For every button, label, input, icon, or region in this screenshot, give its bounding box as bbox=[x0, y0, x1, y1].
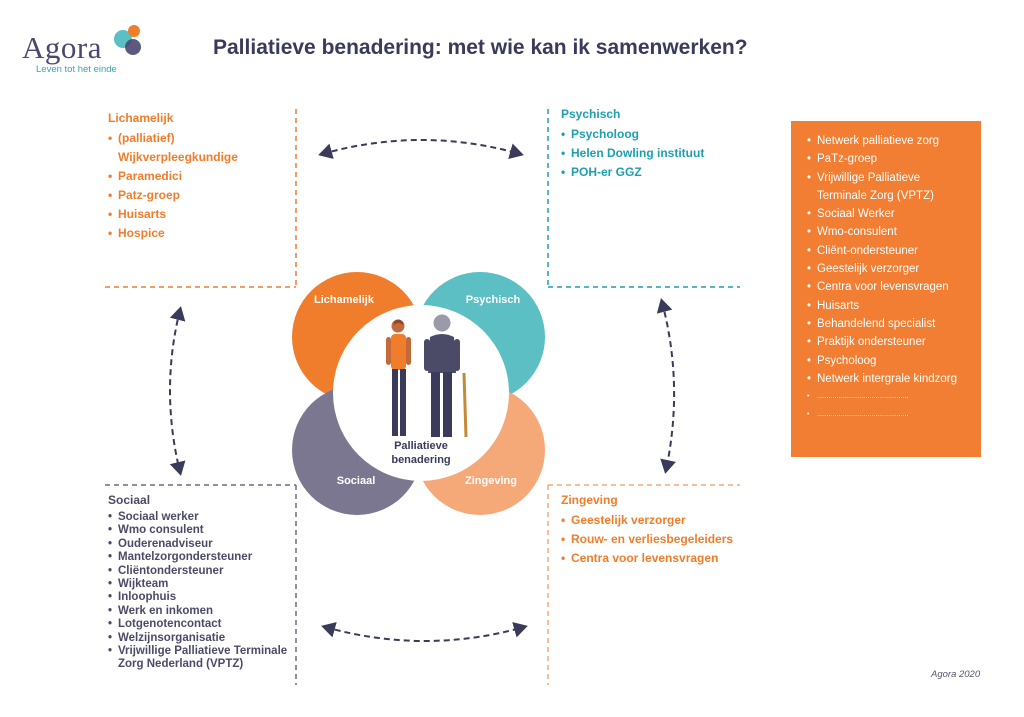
network-list: Netwerk palliatieve zorg PaTz-groep Vrij… bbox=[807, 132, 971, 424]
list-item: Patz-groep bbox=[108, 186, 293, 205]
list-item: Geestelijk verzorger bbox=[561, 511, 746, 530]
list-item: Ouderenadviseur bbox=[108, 538, 293, 552]
petal-label-sociaal: Sociaal bbox=[337, 475, 376, 487]
list-item: Sociaal werker bbox=[108, 511, 293, 525]
arrow-bottom-icon bbox=[321, 621, 528, 642]
arrow-top-icon bbox=[318, 139, 524, 160]
quadrant-zingeving: Zingeving Geestelijk verzorger Rouw- en … bbox=[561, 493, 746, 568]
list-item: Centra voor levensvragen bbox=[807, 278, 971, 297]
quadrant-title-psychisch: Psychisch bbox=[561, 107, 621, 121]
quadrant-list-lichamelijk: (palliatief)Wijkverpleegkundige Paramedi… bbox=[108, 129, 293, 243]
quadrant-title-sociaal: Sociaal bbox=[108, 493, 151, 507]
list-item: Vrijwillige Palliatieve Terminale Zorg N… bbox=[108, 645, 293, 672]
list-item: Werk en inkomen bbox=[108, 605, 293, 619]
quadrant-list-zingeving: Geestelijk verzorger Rouw- en verliesbeg… bbox=[561, 511, 746, 568]
list-item: Praktijk ondersteuner bbox=[807, 333, 971, 352]
list-item: Huisarts bbox=[807, 297, 971, 316]
page-title: Palliatieve benadering: met wie kan ik s… bbox=[213, 36, 748, 59]
quadrant-lichamelijk: Lichamelijk (palliatief)Wijkverpleegkund… bbox=[108, 111, 293, 243]
list-item: Huisarts bbox=[108, 205, 293, 224]
list-item: PaTz-groep bbox=[807, 150, 971, 169]
quadrant-list-psychisch: Psycholoog Helen Dowling instituut POH-e… bbox=[561, 125, 741, 182]
list-item: Wmo-consulent bbox=[807, 223, 971, 242]
list-item: Sociaal Werker bbox=[807, 205, 971, 224]
list-item: Cliëntondersteuner bbox=[108, 565, 293, 579]
list-item: Psycholoog bbox=[561, 125, 741, 144]
petal-label-lichamelijk: Lichamelijk bbox=[314, 294, 375, 306]
logo-mark-icon bbox=[114, 25, 141, 55]
center-label-line2: benadering bbox=[391, 454, 450, 466]
list-item: ........................................… bbox=[807, 406, 971, 424]
quadrant-list-sociaal: Sociaal werker Wmo consulent Ouderenadvi… bbox=[108, 511, 293, 672]
list-item: Cliënt-ondersteuner bbox=[807, 242, 971, 261]
list-item: Lotgenotencontact bbox=[108, 618, 293, 632]
list-item: Vrijwillige Palliatieve Terminale Zorg (… bbox=[807, 169, 971, 206]
petal-label-psychisch: Psychisch bbox=[466, 294, 521, 306]
list-item: Netwerk intergrale kindzorg bbox=[807, 370, 971, 389]
list-item: Hospice bbox=[108, 224, 293, 243]
list-item: Mantelzorgondersteuner bbox=[108, 551, 293, 565]
quadrant-sociaal: Sociaal Sociaal werker Wmo consulent Oud… bbox=[108, 493, 293, 672]
list-item: Behandelend specialist bbox=[807, 315, 971, 334]
list-item: Geestelijk verzorger bbox=[807, 260, 971, 279]
caregiver-figure-icon bbox=[386, 319, 411, 436]
list-item: Welzijnsorganisatie bbox=[108, 632, 293, 646]
arrow-left-icon bbox=[169, 306, 186, 476]
network-side-box: Netwerk palliatieve zorg PaTz-groep Vrij… bbox=[791, 121, 981, 457]
quadrant-title-zingeving: Zingeving bbox=[561, 493, 618, 507]
list-item: Netwerk palliatieve zorg bbox=[807, 132, 971, 151]
list-item: Centra voor levensvragen bbox=[561, 549, 746, 568]
list-item: Rouw- en verliesbegeleiders bbox=[561, 530, 746, 549]
list-item: (palliatief)Wijkverpleegkundige bbox=[108, 129, 293, 167]
list-item: Paramedici bbox=[108, 167, 293, 186]
list-item: POH-er GGZ bbox=[561, 163, 741, 182]
list-item: Wmo consulent bbox=[108, 524, 293, 538]
quadrant-psychisch: Psychisch Psycholoog Helen Dowling insti… bbox=[561, 107, 741, 182]
list-item: Psycholoog bbox=[807, 352, 971, 371]
list-item: Helen Dowling instituut bbox=[561, 144, 741, 163]
logo-name: Agora bbox=[22, 30, 102, 65]
quadrant-title-lichamelijk: Lichamelijk bbox=[108, 111, 174, 125]
logo-tagline: Leven tot het einde bbox=[36, 64, 117, 75]
list-item: Inloophuis bbox=[108, 591, 293, 605]
elderly-figure-icon bbox=[424, 314, 468, 438]
list-item: Wijkteam bbox=[108, 578, 293, 592]
arrow-right-icon bbox=[656, 298, 676, 474]
footer-credit: Agora 2020 bbox=[931, 669, 981, 680]
list-item: ........................................… bbox=[807, 388, 971, 406]
petal-label-zingeving: Zingeving bbox=[465, 475, 517, 487]
palliative-flower-diagram: Lichamelijk Psychisch Sociaal Zingeving … bbox=[292, 272, 545, 515]
center-label-line1: Palliatieve bbox=[394, 440, 448, 452]
